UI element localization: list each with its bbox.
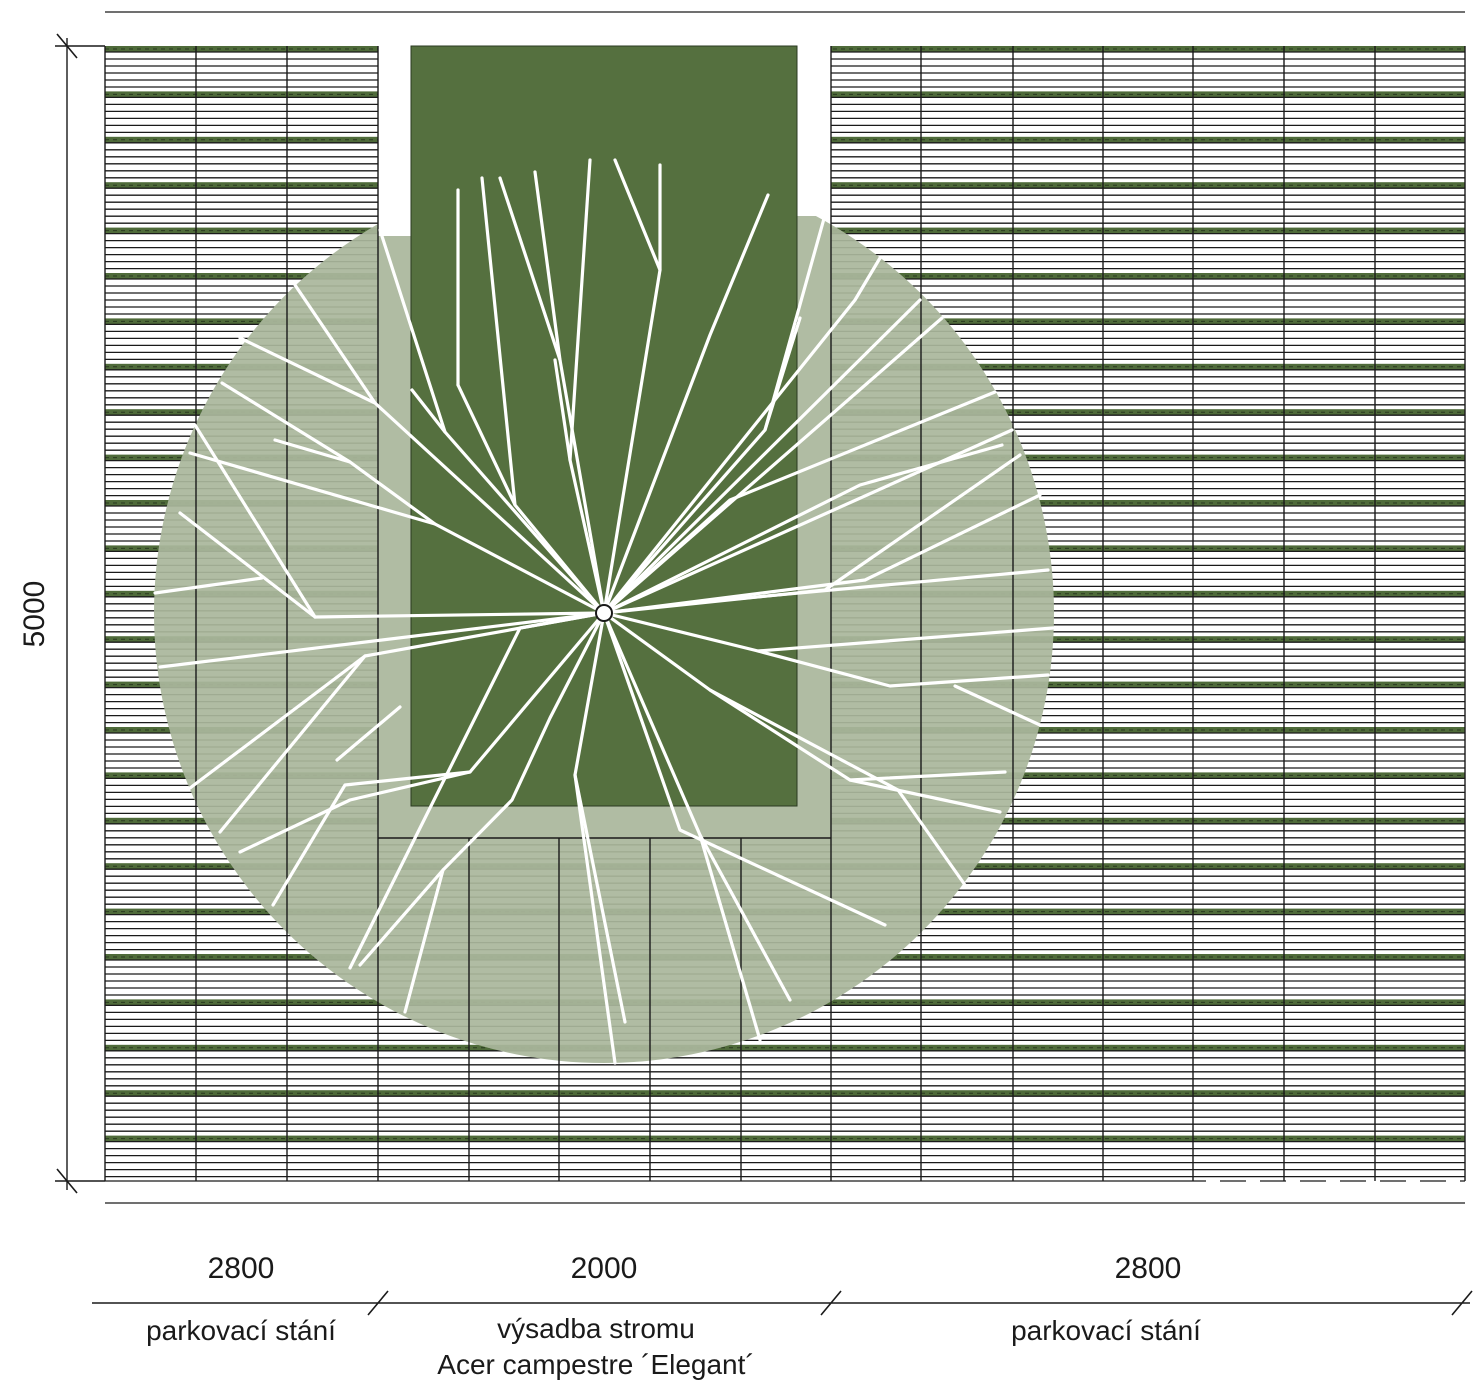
branch-line — [602, 298, 922, 615]
branch-line — [410, 388, 447, 434]
pit-edge-right-top — [797, 46, 831, 216]
dimension-lines — [55, 33, 1473, 1316]
caption-parking-left: parkovací stání — [146, 1315, 336, 1346]
pit-interior — [410, 45, 798, 807]
dimension-tick — [820, 1290, 842, 1316]
branch-line — [358, 868, 445, 967]
branch-line — [763, 316, 802, 432]
pit-edge-left-top — [378, 46, 411, 236]
branch-line — [553, 358, 572, 462]
caption-tree-planting: výsadba stromu — [497, 1313, 695, 1344]
width-label-parking-left: 2800 — [208, 1252, 275, 1285]
width-label-parking-right: 2800 — [1115, 1252, 1182, 1285]
branch-line — [953, 684, 1042, 727]
branch-line — [403, 611, 606, 1014]
branch-line — [698, 833, 762, 1042]
dimension-tick — [56, 1168, 78, 1194]
branch-line — [602, 443, 1004, 615]
branch-line — [238, 770, 472, 854]
branch-line — [602, 568, 1050, 615]
branch-line — [153, 576, 264, 595]
branch-line — [602, 256, 882, 615]
height-dimension-label: 5000 — [18, 581, 51, 648]
branch-line — [708, 688, 967, 887]
branch-line — [756, 649, 1050, 688]
branch-line — [193, 423, 317, 619]
branch-line — [158, 611, 606, 669]
branch-line — [271, 611, 606, 907]
branch-line — [848, 778, 1002, 814]
branch-line — [456, 383, 517, 507]
branch-line — [602, 390, 997, 615]
paving-column-lines — [104, 46, 1466, 1181]
branch-line — [498, 176, 562, 362]
caption-tree-species: Acer campestre ´Elegant´ — [437, 1349, 754, 1380]
dimension-tick — [367, 1290, 389, 1316]
branch-line — [573, 773, 627, 1024]
branch-line — [188, 654, 367, 790]
branch-line — [602, 611, 887, 927]
branch-line — [273, 438, 352, 464]
width-label-tree-pit: 2000 — [571, 1252, 638, 1285]
tree-branches — [153, 158, 1055, 1065]
dimension-tick — [56, 33, 78, 59]
branch-line — [602, 193, 770, 615]
branch-line — [335, 705, 402, 762]
branch-line — [602, 611, 1007, 782]
trunk-marker — [595, 604, 613, 622]
dimension-tick — [1451, 1290, 1473, 1316]
caption-parking-right: parkovací stání — [1011, 1315, 1201, 1346]
branch-line — [238, 336, 377, 405]
